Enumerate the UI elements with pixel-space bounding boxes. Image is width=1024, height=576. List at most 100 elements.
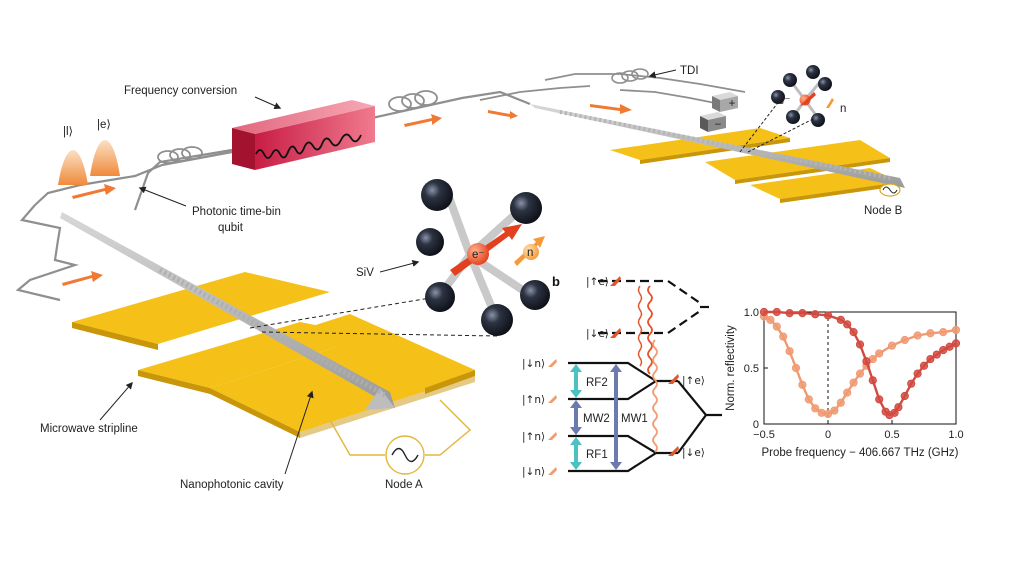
node-a-waveguide	[60, 212, 395, 410]
chart-x-axis-label: Probe frequency − 406.667 THz (GHz)	[762, 447, 959, 459]
nucleus	[523, 244, 539, 260]
data-point	[836, 315, 845, 324]
level-up-n-2: |↑n⟩	[522, 431, 545, 443]
carbon-atom-top-right	[510, 192, 542, 224]
rf2-arrow	[570, 364, 582, 398]
mw1-label: MW1	[621, 413, 648, 425]
data-point	[843, 388, 852, 397]
ground-level-dn1	[568, 361, 678, 383]
node-b-stripline	[610, 128, 900, 203]
chart-series	[759, 307, 961, 420]
ket-e-label: |e⟩	[97, 119, 111, 131]
microwave-stripline-label: Microwave stripline	[40, 423, 138, 435]
y-tick-label: 0.5	[744, 363, 759, 375]
carbon-atom-right	[520, 280, 550, 310]
data-point	[862, 357, 871, 366]
siv-center	[416, 179, 550, 336]
node-b-waveguide	[530, 104, 905, 188]
data-point	[849, 378, 858, 387]
data-point	[890, 408, 899, 417]
node-a-source-icon	[385, 435, 425, 475]
frequency-conversion-pointer	[254, 96, 282, 109]
ground-level-join	[677, 380, 722, 454]
tdi-pointer	[648, 69, 677, 79]
panel-b: b	[522, 274, 722, 478]
data-point	[804, 395, 813, 404]
data-point	[900, 335, 909, 345]
optical-transition-1	[647, 285, 653, 375]
data-point	[843, 320, 852, 329]
node-a-wiring	[329, 399, 472, 456]
node-a-label: Node A	[385, 479, 423, 491]
data-point	[939, 328, 948, 337]
ground-level-upn2	[568, 434, 678, 455]
data-point	[798, 380, 807, 389]
siv-label: SiV	[356, 267, 374, 279]
nanophotonic-cavity-pointer	[284, 390, 314, 475]
x-tick-label: −0.5	[753, 429, 775, 441]
energy-levels	[568, 279, 722, 473]
data-point	[785, 347, 794, 356]
fiber-coil-middle	[388, 90, 438, 112]
carbon-atom-top-left	[421, 179, 453, 211]
x-tick-label: 0	[825, 429, 831, 441]
time-bin-pulse-late	[90, 140, 120, 176]
x-tick-label: 0.5	[884, 429, 899, 441]
data-point	[951, 339, 961, 348]
ground-level-upn1	[568, 380, 657, 401]
nanophotonic-cavity-label: Nanophotonic cavity	[180, 479, 284, 491]
spin-icons	[548, 276, 679, 475]
data-point	[855, 340, 865, 349]
siv-pointer	[379, 260, 420, 273]
rf1-label: RF1	[586, 449, 608, 461]
panel-b-letter: b	[552, 274, 560, 289]
carbon-atom-bottom	[481, 304, 513, 336]
node-b-source-icon	[879, 183, 901, 197]
fiber-coil-tdi	[611, 68, 649, 84]
data-point	[900, 391, 909, 401]
propagation-arrows	[62, 104, 632, 286]
data-point	[772, 307, 781, 317]
microwave-stripline-pointer	[99, 381, 133, 421]
rf1-arrow	[570, 437, 582, 470]
level-down-e-right: |↓e⟩	[682, 447, 705, 459]
node-b-nucleus-label: n	[840, 103, 846, 115]
mw2-arrow	[570, 400, 582, 435]
data-point	[939, 345, 948, 355]
data-point	[855, 369, 865, 378]
series-2	[759, 307, 961, 420]
data-point	[868, 376, 877, 385]
frequency-conversion-label: Frequency conversion	[124, 85, 237, 97]
tdi-label: TDI	[680, 65, 699, 77]
mw2-label: MW2	[583, 413, 610, 425]
data-point	[798, 309, 807, 318]
level-up-e-right: |↑e⟩	[682, 375, 705, 387]
data-point	[913, 331, 922, 340]
carbon-atom-left	[416, 228, 444, 256]
data-point	[766, 315, 775, 324]
ket-l-label: |l⟩	[63, 126, 73, 138]
ground-level-dn2	[568, 452, 657, 473]
level-up-e-top: |↑e⟩	[586, 276, 609, 288]
siv-dashed-leaders	[249, 297, 498, 337]
data-point	[772, 322, 781, 331]
photonic-qubit-label-line2: qubit	[218, 222, 244, 234]
data-point	[926, 354, 935, 364]
data-point	[875, 395, 884, 404]
node-b-dashed-leaders	[739, 99, 816, 153]
data-point	[849, 328, 858, 337]
excited-level-down	[598, 310, 701, 335]
data-point	[932, 350, 941, 359]
node-a-stripline	[72, 272, 475, 438]
level-up-n-1: |↑n⟩	[522, 394, 545, 406]
carbon-atom-bottom-left	[425, 282, 455, 312]
data-point	[759, 307, 769, 317]
data-point	[913, 369, 922, 378]
data-point	[791, 363, 801, 373]
data-point	[836, 398, 845, 407]
node-b-label: Node B	[864, 205, 903, 217]
level-down-n-2: |↓n⟩	[522, 466, 545, 478]
frequency-converter	[232, 100, 375, 170]
